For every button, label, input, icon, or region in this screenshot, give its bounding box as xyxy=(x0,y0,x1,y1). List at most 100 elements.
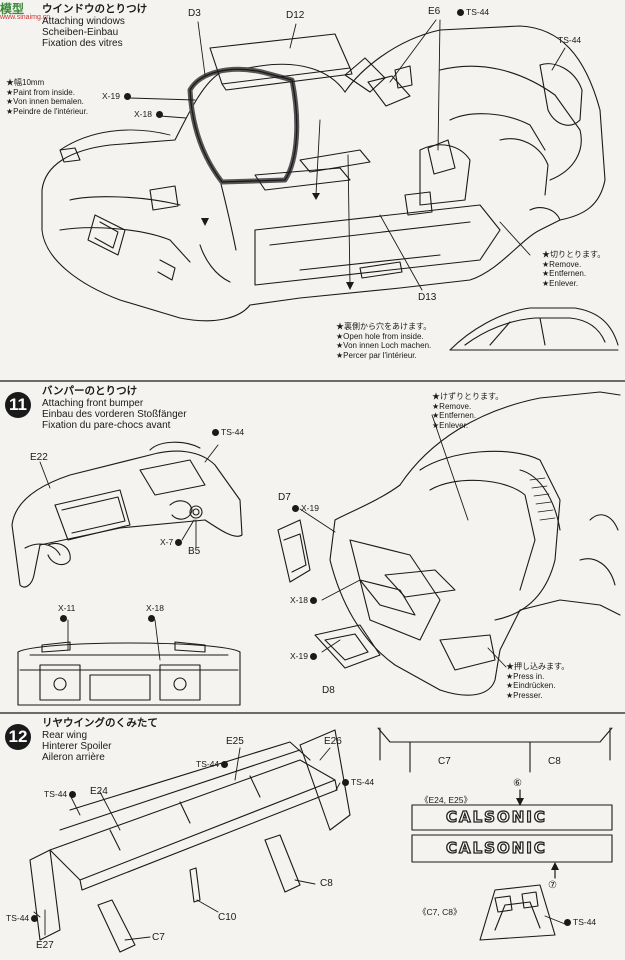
note-paint-line: ★Paint from inside. xyxy=(6,87,75,97)
marker-7: ⑦ xyxy=(548,880,557,891)
paint-dot-icon xyxy=(69,791,77,799)
step11-number: 11 xyxy=(5,392,31,418)
label-ts44-e24: TS-44 xyxy=(44,789,78,800)
label-e24: E24 xyxy=(90,786,108,797)
bumper-front-view-drawing xyxy=(17,641,241,706)
panel-d12-drawing xyxy=(209,33,353,91)
note-hole-line: ★Open hole from inside. xyxy=(336,331,424,341)
note-remove: ★切りとります。 ★Remove. ★Entfernen. ★Enlever. xyxy=(542,250,605,288)
stay-detail-drawing xyxy=(479,884,556,941)
note-press-line: ★Press in. xyxy=(506,671,545,681)
window-d3-drawing xyxy=(187,66,300,185)
label-x18: X-18 xyxy=(134,109,165,120)
label-e26: E26 xyxy=(324,736,342,747)
step11-title-fr: Fixation du pare-chocs avant xyxy=(42,420,171,432)
note-cut-line: ★Enlever. xyxy=(432,420,469,430)
car-front-drawing xyxy=(329,391,621,696)
label-d7: D7 xyxy=(278,492,291,503)
step12-title-fr: Aileron arrière xyxy=(42,752,105,764)
note-cut-line: ★Remove. xyxy=(432,401,472,411)
paint-dot-icon xyxy=(175,539,183,547)
label-x19-text: X-19 xyxy=(290,651,308,661)
label-x18-text: X-18 xyxy=(146,603,164,613)
label-c7-c8: 《C7, C8》 xyxy=(418,907,462,917)
car-inset-drawing xyxy=(449,307,619,351)
note-press-line: ★Eindrücken. xyxy=(506,681,556,691)
label-ts44-text: TS-44 xyxy=(573,917,597,927)
window-e6b-drawing xyxy=(427,139,456,175)
label-c10: C10 xyxy=(218,912,237,923)
label-x18-text: X-18 xyxy=(134,109,152,119)
note-paint-inside: ★幅10mm ★Paint from inside. ★Von innen be… xyxy=(6,78,88,116)
step10-title-en: Attaching windows xyxy=(42,15,125,27)
note-remove-line: ★Entfernen. xyxy=(542,269,587,279)
hood-vent-drawing xyxy=(529,477,556,521)
step10-title-fr: Fixation des vitres xyxy=(42,38,123,50)
label-x18-d: X-18 xyxy=(290,595,319,606)
leader-lines-10 xyxy=(129,19,566,291)
step10-title-de: Scheiben-Einbau xyxy=(42,26,119,38)
label-e24-e25: 《E24, E25》 xyxy=(420,795,472,805)
paint-dot-icon xyxy=(156,111,164,119)
calsonic-decal-bottom: CALSONIC xyxy=(445,838,547,857)
body-shell-drawing xyxy=(41,25,606,322)
wing-assembled-drawing xyxy=(377,727,613,773)
label-d12: D12 xyxy=(286,10,305,21)
label-c7-right: C7 xyxy=(438,756,451,767)
label-x11: X-11 xyxy=(58,603,76,623)
note-hole-line: ★裏側から穴をあけます。 xyxy=(336,322,432,331)
step11-title-en: Attaching front bumper xyxy=(42,397,144,409)
paint-dot-icon xyxy=(564,919,571,927)
label-e6: E6 xyxy=(428,6,441,17)
panel-d13-drawing xyxy=(254,167,351,191)
note-press-line: ★押し込みます。 xyxy=(506,662,570,671)
endplate-e26-drawing xyxy=(299,729,351,831)
note-paint-line: ★幅10mm xyxy=(6,78,45,87)
note-cut-line: ★けずりとります。 xyxy=(432,392,504,401)
note-cut-line: ★Entfernen. xyxy=(432,411,477,421)
stay-c8-drawing xyxy=(264,834,301,893)
label-x19-d8: X-19 xyxy=(290,651,319,662)
label-c8: C8 xyxy=(320,878,333,889)
label-ts44-text: TS-44 xyxy=(221,427,245,437)
watermark-url: www.sinaimg.cn xyxy=(0,14,51,21)
note-press-in: ★押し込みます。 ★Press in. ★Eindrücken. ★Presse… xyxy=(506,662,569,700)
step11-title-jp: バンパーのとりつけ xyxy=(42,385,138,397)
label-d13: D13 xyxy=(418,292,437,303)
leader-lines-11 xyxy=(39,414,507,668)
leader-lines-12 xyxy=(33,747,341,941)
rear-wing-e24-drawing xyxy=(49,741,338,891)
label-ts44-e27: TS-44 xyxy=(6,913,40,924)
paint-dot-icon xyxy=(309,653,317,661)
label-ts44-text: TS-44 xyxy=(6,913,30,923)
paint-dot-icon xyxy=(124,93,132,101)
label-x19-d7: X-19 xyxy=(290,503,319,514)
label-b5: B5 xyxy=(188,546,201,557)
label-c7: C7 xyxy=(152,932,165,943)
note-paint-line: ★Peindre de l'intérieur. xyxy=(6,106,89,116)
label-x18-bumper: X-18 xyxy=(146,603,164,623)
wing-top-decal-drawing xyxy=(411,804,613,831)
paint-dot-icon xyxy=(221,761,229,769)
note-remove-line: ★切りとります。 xyxy=(542,250,606,259)
label-x19: X-19 xyxy=(102,91,133,102)
label-x11-text: X-11 xyxy=(58,603,76,613)
paint-dot-icon xyxy=(60,614,67,622)
paint-dot-icon xyxy=(212,429,219,437)
label-ts44-e25: TS-44 xyxy=(196,759,230,770)
note-cut-away: ★けずりとります。 ★Remove. ★Entfernen. ★Enlever. xyxy=(432,392,503,430)
label-x7-text: X-7 xyxy=(160,537,174,547)
label-c8-right: C8 xyxy=(548,756,561,767)
watermark-logo: 模型 xyxy=(0,2,25,16)
label-d3: D3 xyxy=(188,8,201,19)
step12-title: リヤウイングのくみたて Rear wing Hinterer Spoiler A… xyxy=(42,717,158,764)
note-paint-line: ★Von innen bemalen. xyxy=(6,97,84,107)
window-e6-drawing xyxy=(367,75,411,107)
label-ts44-text: TS-44 xyxy=(466,7,490,17)
label-x19-text: X-19 xyxy=(102,91,120,101)
note-press-line: ★Presser. xyxy=(506,690,543,700)
paint-dot-icon xyxy=(309,597,317,605)
paint-dot-icon xyxy=(342,779,349,787)
